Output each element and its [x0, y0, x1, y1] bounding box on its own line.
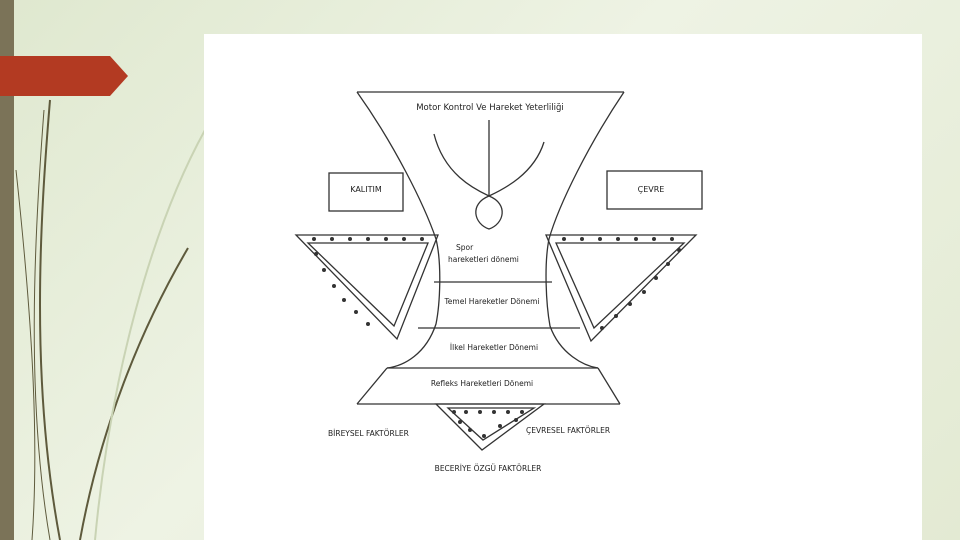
sport-label-line2: hareketleri dönemi	[448, 255, 519, 264]
sport-label-line1: Spor	[456, 243, 474, 252]
pyramid-right-edge	[598, 368, 620, 404]
basic-movements-label: Temel Hareketler Dönemi	[444, 297, 540, 306]
individual-factors-inner	[308, 243, 428, 326]
environment-label: ÇEVRE	[638, 185, 665, 194]
hourglass-left-side	[357, 92, 440, 368]
reflex-movements-label: Refleks Hareketleri Dönemi	[431, 379, 533, 388]
environmental-factors-triangle	[546, 235, 696, 341]
primitive-movements-label: İlkel Hareketler Dönemi	[450, 343, 538, 352]
left-branch	[434, 134, 489, 196]
leaf-shape	[476, 196, 502, 229]
environmental-factors-label: ÇEVRESEL FAKTÖRLER	[526, 426, 610, 435]
skill-specific-factors-label: BECERİYE ÖZGÜ FAKTÖRLER	[435, 464, 542, 473]
heredity-label: KALITIM	[350, 185, 382, 194]
motor-development-diagram: Motor Kontrol Ve Hareket Yeterliliği KAL…	[204, 34, 922, 540]
right-branch	[489, 142, 544, 196]
pyramid-left-edge	[357, 368, 387, 404]
motor-control-title: Motor Kontrol Ve Hareket Yeterliliği	[416, 103, 564, 113]
individual-factors-label: BİREYSEL FAKTÖRLER	[328, 429, 409, 438]
decorative-curves	[0, 0, 210, 540]
environmental-factors-inner	[556, 243, 684, 328]
